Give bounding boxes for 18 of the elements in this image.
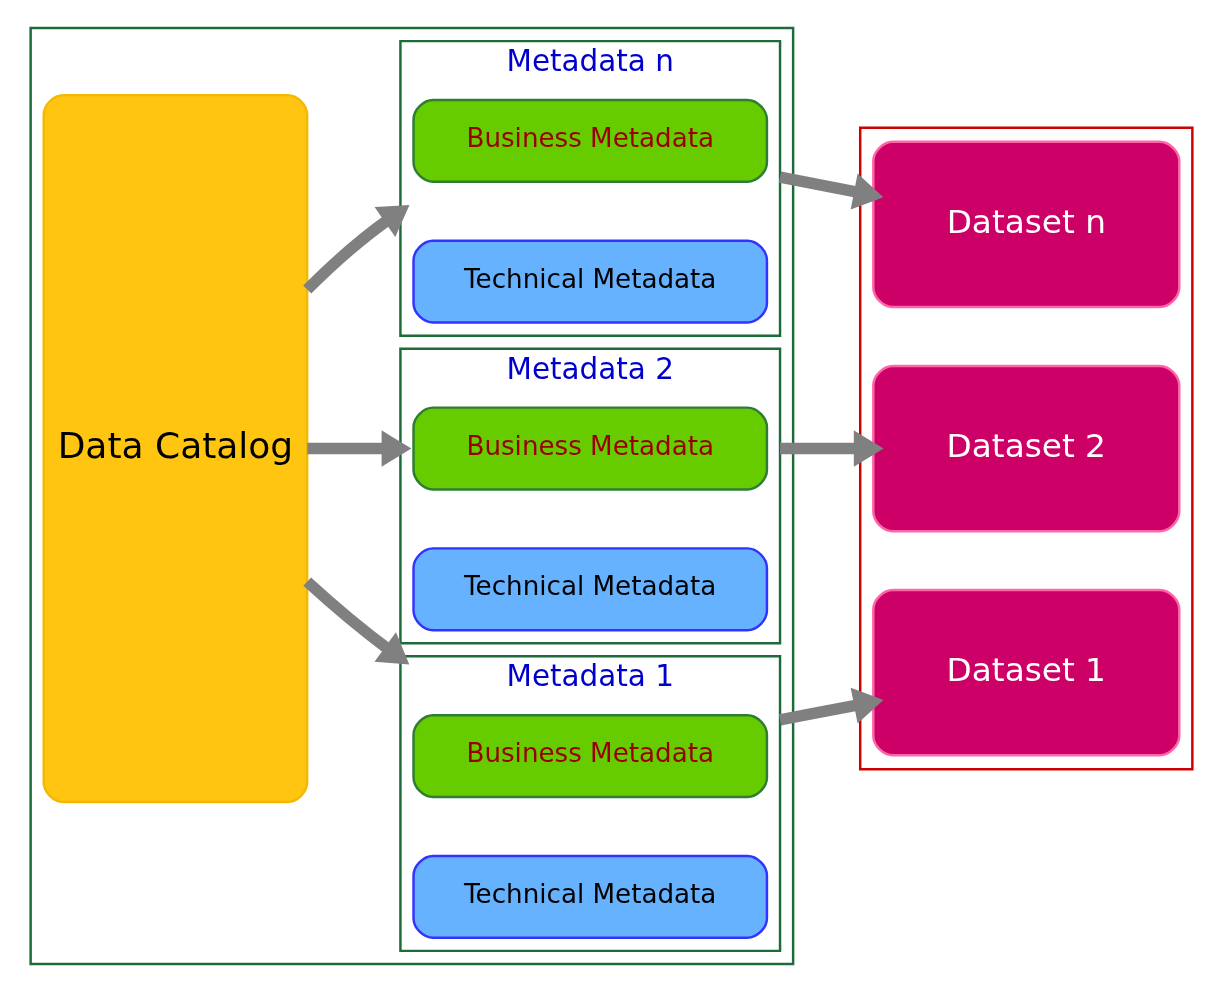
- arrow: [306, 430, 411, 467]
- node-box: Data Catalog: [42, 93, 308, 804]
- node-box: Business Metadata: [411, 714, 768, 799]
- arrow: [778, 687, 883, 726]
- arrow: [302, 577, 409, 665]
- node-box: Dataset n: [871, 140, 1180, 309]
- arrow: [302, 205, 409, 294]
- node-box: Technical Metadata: [411, 854, 768, 939]
- node-box: Dataset 1: [871, 588, 1180, 757]
- arrow: [779, 430, 884, 467]
- node-box: Technical Metadata: [411, 239, 768, 324]
- arrow: [778, 171, 883, 210]
- node-box: Technical Metadata: [411, 547, 768, 632]
- node-box: Dataset 2: [871, 364, 1180, 533]
- cluster: [858, 126, 1194, 771]
- node-box: Business Metadata: [411, 406, 768, 491]
- node-box: Business Metadata: [411, 98, 768, 184]
- cluster: [28, 26, 794, 966]
